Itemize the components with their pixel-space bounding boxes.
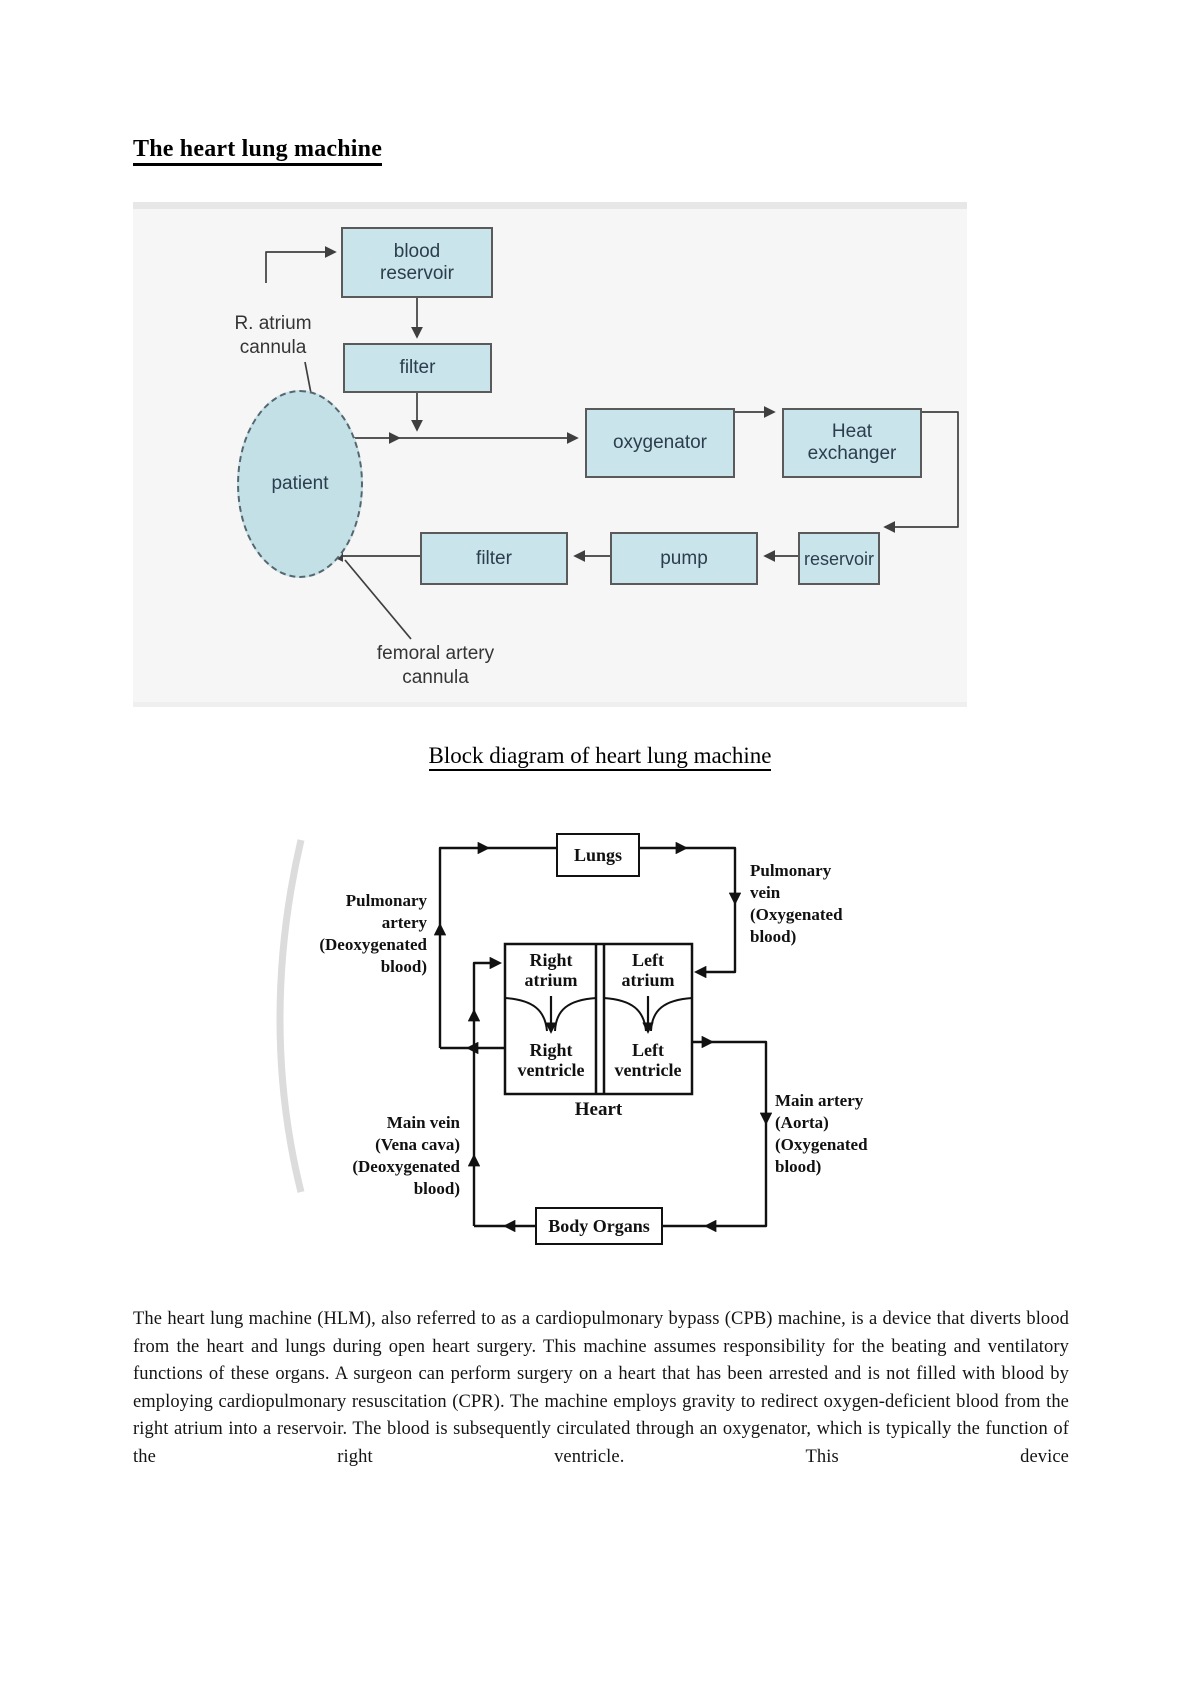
label-r-atrium-cannula: R. atrium cannula	[234, 313, 312, 358]
node-blood-reservoir: blood reservoir	[341, 227, 493, 298]
label-heart: Heart	[574, 1099, 623, 1120]
node-filter-bottom: filter	[420, 532, 568, 585]
node-lungs: Lungs	[556, 833, 640, 877]
label-main-artery: Main artery (Aorta) (Oxygenated blood)	[775, 1091, 868, 1176]
arrow-heat-exchanger-to-reservoir	[883, 411, 959, 533]
label-main-vein: Main vein (Vena cava) (Deoxygenated bloo…	[352, 1113, 460, 1198]
patient-label: patient	[271, 473, 329, 494]
scan-page-curve-artifact	[276, 839, 305, 1193]
figure2-heading-text: Block diagram of heart lung machine	[428, 743, 772, 771]
arrow-into-body-organs	[703, 1122, 768, 1233]
heart-outline-box	[503, 942, 694, 1096]
page-title: The heart lung machine	[133, 136, 383, 166]
arrow-patient-to-blood-reservoir	[265, 246, 337, 283]
node-patient: patient	[237, 390, 363, 578]
label-pulmonary-vein: Pulmonary vein (Oxygenated blood)	[750, 861, 843, 946]
node-filter-top: filter	[343, 343, 492, 393]
label-femoral-artery-cannula: femoral artery cannula	[376, 643, 495, 688]
arrow-into-left-atrium	[693, 902, 737, 979]
arrow-into-lungs	[438, 841, 491, 926]
figure-block-diagram-circulation: Lungs Body Organs Right atrium Left atri…	[255, 800, 895, 1270]
node-oxygenator: oxygenator	[585, 408, 735, 478]
label-left-ventricle: Left ventricle	[614, 1040, 682, 1080]
label-right-atrium: Right atrium	[524, 950, 578, 990]
node-body-organs: Body Organs	[535, 1207, 663, 1245]
node-pump: pump	[610, 532, 758, 585]
arrow-pulmonary-vein-down	[685, 846, 742, 906]
node-reservoir: reservoir	[798, 532, 880, 585]
arrow-into-right-atrium	[472, 956, 503, 1012]
label-left-atrium: Left atrium	[621, 950, 675, 990]
figure2-heading: Block diagram of heart lung machine	[0, 743, 1200, 771]
figure-heart-lung-machine-diagram: blood reservoir filter oxygenator Heat e…	[133, 202, 967, 707]
arrow-aorta-down	[711, 1040, 773, 1126]
body-paragraph: The heart lung machine (HLM), also refer…	[133, 1309, 1069, 1467]
pointer-femoral-artery	[344, 559, 412, 640]
label-pulmonary-artery: Pulmonary artery (Deoxygenated blood)	[319, 891, 427, 976]
figure2-connector-lines	[276, 839, 773, 1233]
node-heat-exchanger: Heat exchanger	[782, 408, 922, 478]
label-right-ventricle: Right ventricle	[517, 1040, 585, 1080]
